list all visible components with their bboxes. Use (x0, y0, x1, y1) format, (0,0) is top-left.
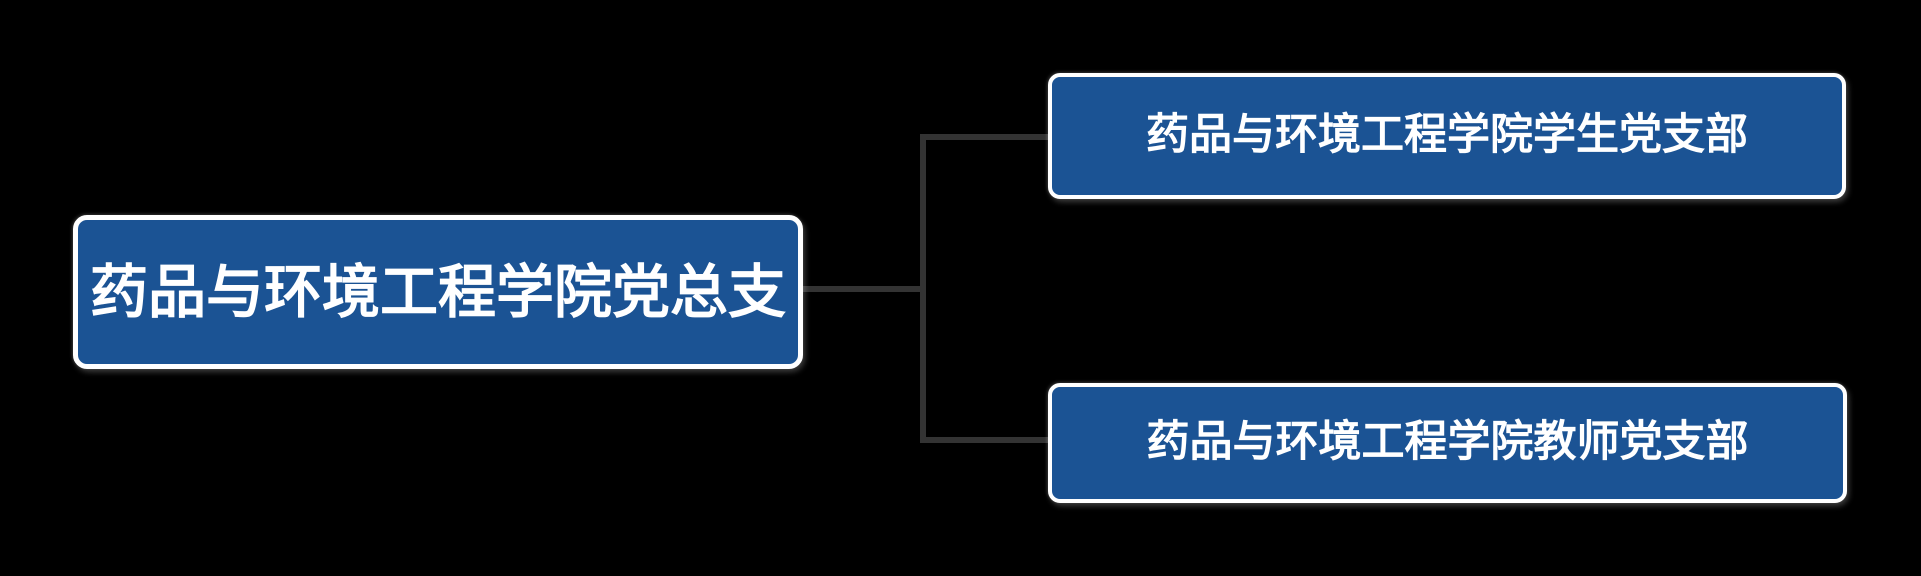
org-node-student-branch[interactable]: 药品与环境工程学院学生党支部 (1048, 73, 1846, 199)
org-node-teacher-branch-label: 药品与环境工程学院教师党支部 (1146, 417, 1749, 468)
connector-branch-bottom (920, 437, 1050, 443)
connector-root-stem (801, 286, 923, 292)
connector-branch-top (920, 134, 1050, 140)
org-node-root[interactable]: 药品与环境工程学院党总支 (73, 215, 803, 369)
org-node-teacher-branch[interactable]: 药品与环境工程学院教师党支部 (1048, 383, 1847, 503)
connector-vertical-trunk (920, 134, 926, 443)
org-node-root-label: 药品与环境工程学院党总支 (89, 257, 786, 326)
org-node-student-branch-label: 药品与环境工程学院学生党支部 (1146, 110, 1748, 161)
